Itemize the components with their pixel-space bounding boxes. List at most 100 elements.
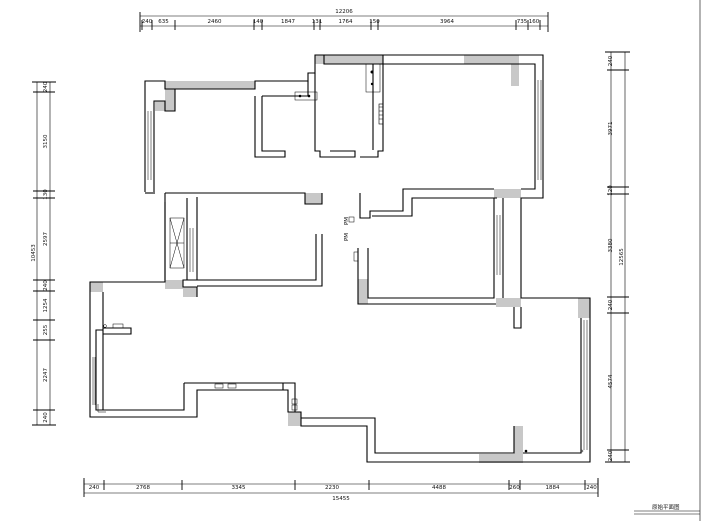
inner-wall	[367, 198, 495, 299]
dimension-label: 255	[43, 324, 49, 335]
column	[90, 282, 103, 292]
inner-wall	[153, 89, 176, 192]
column	[358, 279, 368, 304]
dimension-label: 131	[312, 19, 323, 25]
windows	[92, 80, 588, 450]
column	[315, 55, 383, 64]
inner-wall	[103, 383, 185, 411]
dimension-label: 1847	[281, 19, 295, 25]
outer-wall	[89, 54, 591, 463]
dimension-label: 150	[369, 19, 380, 25]
inner-wall	[182, 197, 198, 297]
column	[496, 298, 521, 307]
vent-grille	[378, 103, 384, 125]
dimension-label: 240	[89, 485, 100, 491]
dimension-label: 1764	[339, 19, 353, 25]
dimension-label: 3380	[608, 238, 614, 252]
drain-point	[524, 449, 528, 453]
right-total-label: 12565	[619, 248, 625, 266]
dimension-label: 240	[608, 299, 614, 310]
door-fixture	[348, 216, 359, 262]
floor-drain	[97, 404, 106, 413]
drain-point	[580, 449, 584, 453]
column	[175, 81, 255, 89]
inner-wall	[314, 73, 356, 158]
right-dimension-chain: 240 3971 120 3380 240 4574 240 12565	[605, 51, 630, 463]
column	[165, 280, 183, 289]
wall-fixture	[103, 323, 124, 329]
inner-wall	[359, 188, 494, 219]
top-dimension-chain: 12206 240 635 2460 140 1847 131 1764 150 3964 735…	[139, 9, 549, 32]
dimension-label: 735	[517, 19, 528, 25]
window-bedroom-inner	[496, 215, 501, 275]
dimension-label: 130	[43, 189, 49, 200]
inner-wall	[95, 292, 104, 411]
bottom-total-label: 15455	[332, 496, 350, 502]
inner-wall	[357, 248, 496, 305]
small-fixture	[291, 398, 298, 411]
column	[464, 55, 519, 64]
title-label: 原始平面图	[652, 503, 680, 511]
window-master-right	[537, 80, 542, 180]
inner-wall	[103, 327, 132, 335]
column	[479, 454, 523, 463]
dimension-label: 3971	[608, 122, 614, 136]
dimension-label: 240	[43, 81, 49, 92]
dimension-label: 260	[509, 485, 520, 491]
column	[305, 193, 322, 204]
dimension-label: 3345	[232, 485, 246, 491]
walls	[89, 54, 591, 463]
inner-wall	[323, 55, 536, 190]
dimension-label: 240	[142, 19, 153, 25]
room-label: PM	[344, 217, 350, 225]
dimension-label: 240	[43, 412, 49, 423]
dimension-label: 2247	[43, 368, 49, 382]
window-left-small	[189, 228, 194, 272]
dimension-label: 4488	[432, 485, 446, 491]
inner-wall	[165, 192, 323, 205]
fixtures	[97, 63, 584, 453]
top-total-label: 12206	[335, 9, 353, 15]
window-living-left	[92, 357, 96, 405]
column	[288, 412, 301, 426]
dimension-label: 2768	[136, 485, 150, 491]
title-block: 原始平面图	[634, 503, 700, 515]
window-balcony-right	[583, 320, 588, 450]
dimension-label: 240	[43, 280, 49, 291]
left-total-label: 10453	[31, 244, 37, 262]
column	[578, 298, 590, 318]
dimension-label: 2460	[208, 19, 222, 25]
column	[165, 81, 175, 111]
dimension-label: 1254	[43, 298, 49, 312]
duct-shaft	[169, 217, 185, 269]
bath-fixture	[365, 63, 381, 93]
inner-wall	[283, 382, 296, 412]
dimension-label: 3150	[43, 134, 49, 148]
dimension-label: 3964	[440, 19, 454, 25]
inner-wall	[523, 318, 582, 454]
window-left-bedroom	[147, 111, 152, 180]
structural-columns	[90, 55, 590, 463]
dimension-label: 240	[608, 55, 614, 66]
inner-wall	[262, 81, 309, 97]
kitchen-fixture	[294, 91, 318, 101]
inner-wall	[197, 234, 323, 287]
dimension-label: 635	[158, 19, 169, 25]
dimension-label: 240	[586, 485, 597, 491]
dimension-label: 140	[253, 19, 264, 25]
column	[155, 101, 165, 111]
dimension-label: 160	[529, 19, 540, 25]
room-label: PM	[344, 233, 350, 241]
dimension-label: 240	[608, 450, 614, 461]
inner-wall	[301, 417, 515, 454]
column	[183, 287, 197, 297]
dimension-label: 4574	[608, 374, 614, 388]
dimension-label: 2597	[43, 232, 49, 246]
column	[494, 189, 521, 198]
dimension-label: 120	[608, 185, 614, 196]
left-dimension-chain: 240 3150 130 2597 240 1254 255 2247 240 10453	[31, 81, 56, 426]
inner-wall	[513, 307, 522, 329]
dimension-label: 2230	[325, 485, 339, 491]
